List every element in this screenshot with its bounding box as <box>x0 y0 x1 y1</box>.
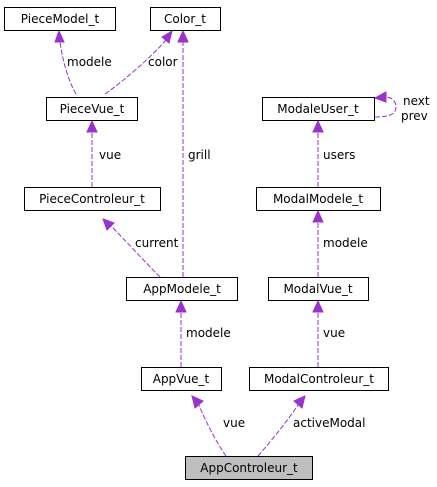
edge-label-vue: vue <box>99 148 121 162</box>
node-box <box>150 7 221 31</box>
node-label-modaleuser: ModaleUser_t <box>277 102 359 116</box>
node-appmodele[interactable]: AppModele_t <box>126 277 238 301</box>
arrowhead-icon <box>161 29 173 44</box>
arrowhead-icon <box>312 119 324 133</box>
edge-modele-appvue-to-appmodele <box>175 299 187 367</box>
node-label-appcontroleur: AppControleur_t <box>200 461 298 475</box>
node-label-modalvue: ModalVue_t <box>283 282 352 296</box>
edge-label-modele: modele <box>67 55 112 69</box>
edge-label-color: color <box>148 55 178 69</box>
node-piececontroleur[interactable]: PieceControleur_t <box>24 187 161 211</box>
edge-label-modele: modele <box>323 236 368 250</box>
arrowhead-icon <box>312 299 324 313</box>
node-modalcontroleur[interactable]: ModalControleur_t <box>249 367 389 391</box>
node-label-piececontroleur: PieceControleur_t <box>39 192 145 206</box>
edge-label-vue: vue <box>223 416 245 430</box>
edge-vue-modalcontroleur-to-modalvue <box>312 299 324 367</box>
edge-color-piecevue-to-color <box>104 29 173 95</box>
edge-label-users: users <box>323 148 355 162</box>
node-appcontroleur[interactable]: AppControleur_t <box>185 456 313 480</box>
arrowhead-icon <box>191 395 204 409</box>
edge-next-prev-modaleuser-self <box>373 91 397 118</box>
node-modalvue[interactable]: ModalVue_t <box>268 277 369 301</box>
arrowhead-icon <box>373 91 387 103</box>
node-box <box>4 7 116 31</box>
node-label-piecemodel: PieceModel_t <box>21 12 100 26</box>
edge-vue-appcontroleur-to-appvue <box>191 395 227 457</box>
arrowhead-icon <box>102 218 115 231</box>
edge-label-prev: prev <box>401 109 428 123</box>
edge-line <box>59 41 77 95</box>
edge-line <box>104 39 167 95</box>
edge-line <box>257 404 299 457</box>
node-modaleuser[interactable]: ModaleUser_t <box>262 97 375 121</box>
node-label-appmodele: AppModele_t <box>143 282 221 296</box>
edge-current-appmodele-to-piececontroleur <box>102 218 161 278</box>
node-box <box>185 456 313 480</box>
node-label-appvue: AppVue_t <box>153 372 210 386</box>
arrowhead-icon <box>175 299 187 313</box>
node-box <box>262 97 375 121</box>
edge-label-grill: grill <box>188 148 211 162</box>
edge-line <box>110 225 161 278</box>
edge-label-current: current <box>135 236 179 250</box>
node-color[interactable]: Color_t <box>150 7 221 31</box>
node-piecevue[interactable]: PieceVue_t <box>46 97 138 121</box>
arrowhead-icon <box>312 209 324 223</box>
node-appvue[interactable]: AppVue_t <box>141 367 222 391</box>
node-piecemodel[interactable]: PieceModel_t <box>4 7 116 31</box>
edge-modele-modalvue-to-modalmodele <box>312 209 324 277</box>
node-label-modalmodele: ModalModele_t <box>273 192 363 206</box>
edge-users-modalmodele-to-modaleuser <box>312 119 324 187</box>
arrowhead-icon <box>293 395 306 409</box>
arrowhead-icon <box>177 29 189 43</box>
edge-grill-appmodele-to-color <box>177 29 189 277</box>
edge-line <box>374 96 397 118</box>
edge-vue-piececontroleur-to-piecevue <box>86 119 98 187</box>
node-box <box>126 277 238 301</box>
arrowhead-icon <box>86 119 98 133</box>
node-label-modalcontroleur: ModalControleur_t <box>264 372 374 386</box>
edge-label-modele: modele <box>186 326 231 340</box>
node-box <box>268 277 369 301</box>
edge-activemodal-appcontroleur-to-modalcontroleur <box>257 395 306 457</box>
node-label-color: Color_t <box>164 12 206 26</box>
node-box <box>141 367 222 391</box>
node-label-piecevue: PieceVue_t <box>60 102 125 116</box>
edge-line <box>198 404 227 457</box>
edge-label-activemodal: activeModal <box>293 416 365 430</box>
node-box <box>46 97 138 121</box>
arrowhead-icon <box>54 29 65 43</box>
node-modalmodele[interactable]: ModalModele_t <box>256 187 381 211</box>
edge-label-next: next <box>403 94 430 108</box>
node-box <box>256 187 381 211</box>
edge-label-vue: vue <box>323 326 345 340</box>
edge-modele-piecevue-to-piecemodel <box>54 29 77 95</box>
node-box <box>249 367 389 391</box>
node-box <box>24 187 161 211</box>
